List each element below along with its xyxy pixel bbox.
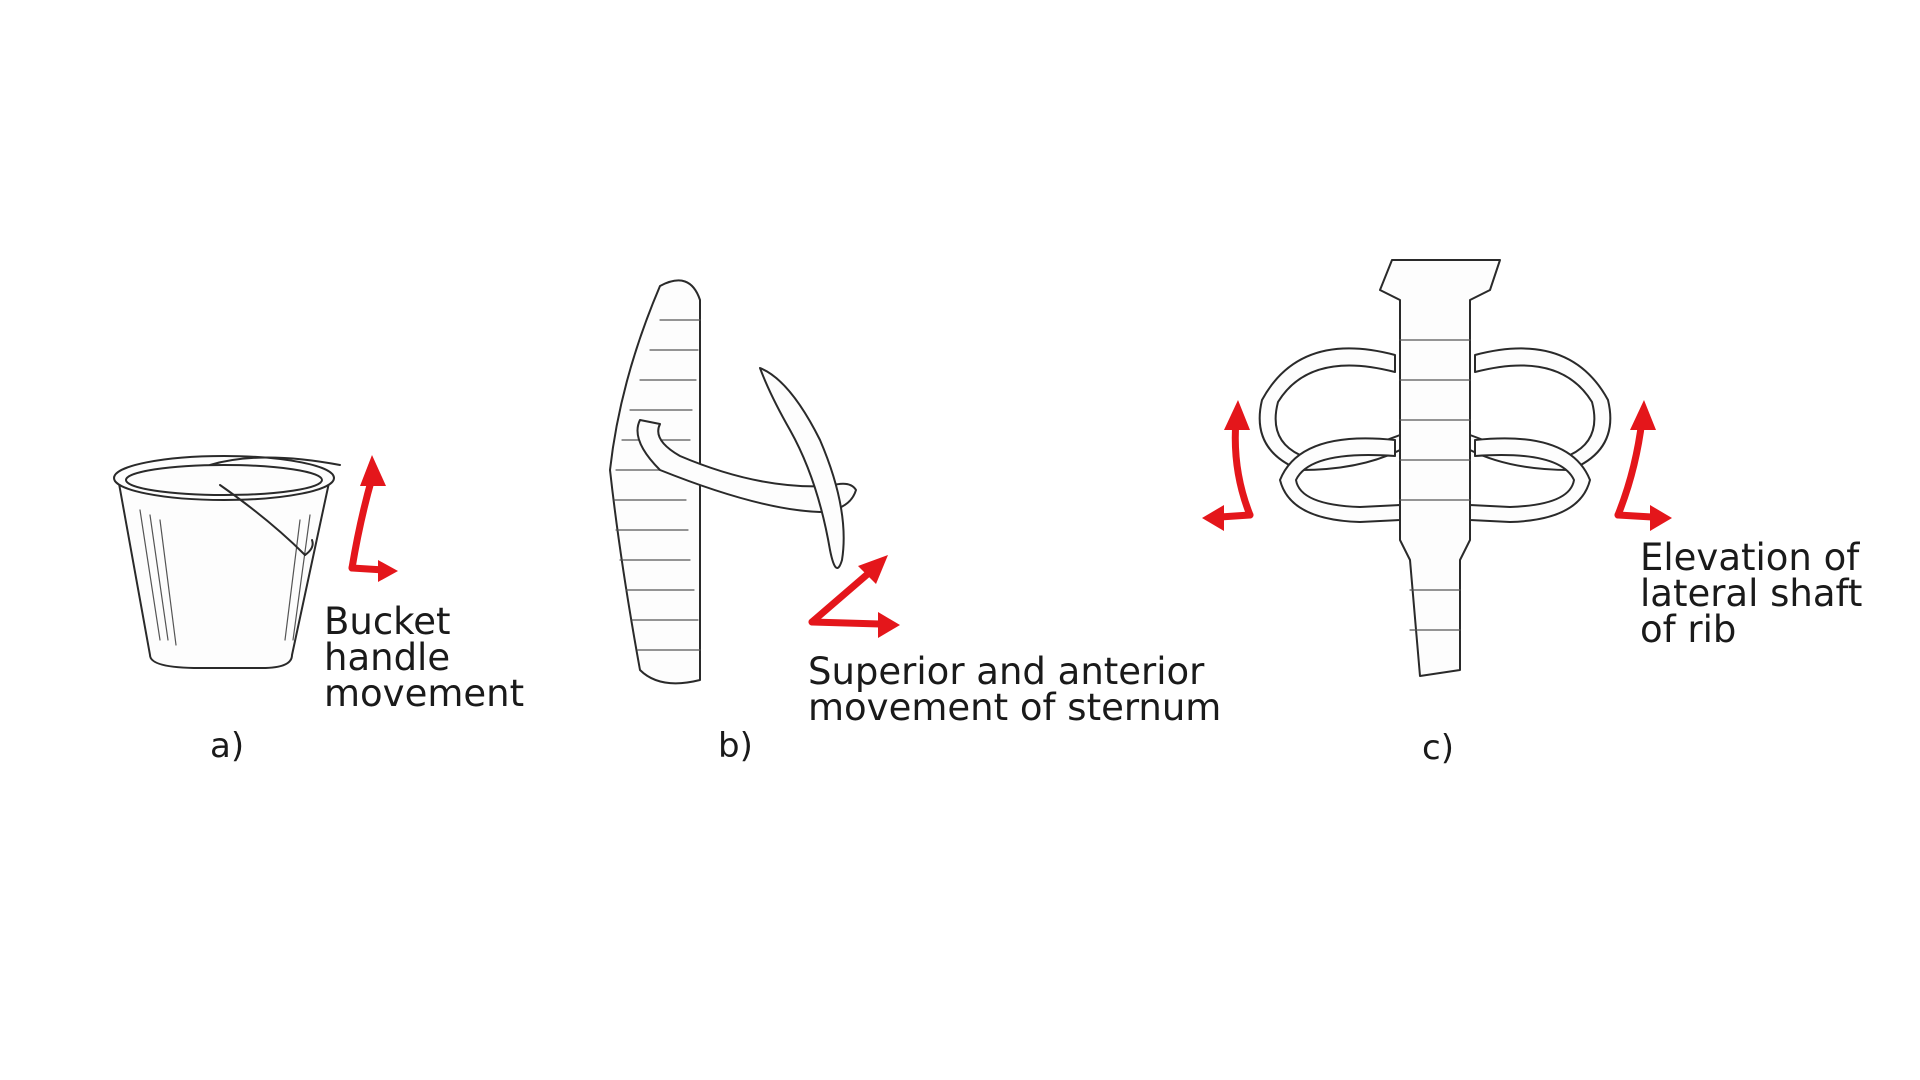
thoracic-spine [1379, 259, 1501, 677]
bucket-arrow [348, 455, 398, 582]
bucket-shading [139, 509, 311, 646]
vertebral-column [609, 279, 701, 685]
bucket-rim-inner [125, 464, 323, 496]
bucket-handle-top [209, 456, 341, 466]
panel-label-b: b) [718, 726, 753, 766]
sternum-arrow [808, 555, 900, 638]
panel-label-c: c) [1422, 728, 1454, 768]
panel-label-a: a) [210, 726, 245, 766]
left-rib-arrow [1202, 400, 1254, 531]
bucket-body [117, 477, 331, 669]
sternum [759, 367, 845, 569]
left-ribs [1258, 347, 1401, 523]
bucket-handle-drop [219, 484, 306, 556]
bucket-handle-ear [304, 539, 314, 556]
rib-lateral [636, 419, 857, 513]
right-ribs [1469, 347, 1612, 523]
caption-bucket: Bucket handle movement [324, 600, 525, 715]
right-rib-arrow [1614, 400, 1672, 531]
caption-sternum: Superior and anterior movement of sternu… [808, 650, 1222, 729]
caption-rib-elevation: Elevation of lateral shaft of rib [1640, 536, 1863, 651]
